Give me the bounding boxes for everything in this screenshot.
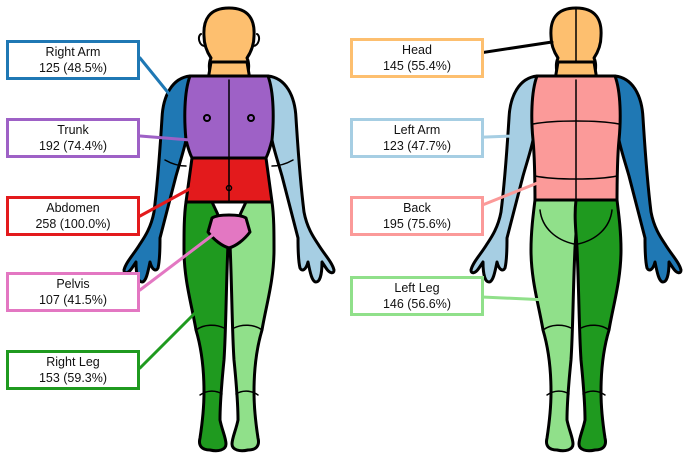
label-left-arm-stat: 123 (47.7%) — [382, 139, 452, 153]
label-head-name: Head — [402, 43, 432, 57]
label-right-arm: Right Arm 125 (48.5%) — [6, 40, 140, 80]
label-back-stat: 195 (75.6%) — [382, 217, 452, 231]
label-right-arm-name: Right Arm — [45, 45, 101, 59]
label-pelvis-name: Pelvis — [56, 277, 90, 291]
label-left-leg-stat: 146 (56.6%) — [382, 297, 452, 311]
label-pelvis: Pelvis 107 (41.5%) — [6, 272, 140, 312]
label-right-leg-stat: 153 (59.3%) — [38, 371, 108, 385]
leader-right-arm — [138, 56, 172, 97]
label-trunk-name: Trunk — [57, 123, 89, 137]
front-left-arm — [266, 74, 336, 284]
back-figure — [469, 6, 683, 453]
back-left-arm — [469, 74, 539, 284]
front-figure — [122, 6, 336, 453]
label-trunk-stat: 192 (74.4%) — [38, 139, 108, 153]
label-left-leg-name: Left Leg — [394, 281, 440, 295]
label-trunk: Trunk 192 (74.4%) — [6, 118, 140, 158]
label-back: Back 195 (75.6%) — [350, 196, 484, 236]
label-left-arm: Left Arm 123 (47.7%) — [350, 118, 484, 158]
leader-right-leg — [138, 308, 200, 370]
label-head: Head 145 (55.4%) — [350, 38, 484, 78]
label-right-leg: Right Leg 153 (59.3%) — [6, 350, 140, 390]
label-back-name: Back — [403, 201, 431, 215]
label-pelvis-stat: 107 (41.5%) — [38, 293, 108, 307]
leader-trunk — [138, 134, 192, 142]
label-abdomen-name: Abdomen — [46, 201, 100, 215]
label-right-arm-stat: 125 (48.5%) — [38, 61, 108, 75]
front-pelvis — [206, 213, 252, 250]
label-abdomen: Abdomen 258 (100.0%) — [6, 196, 140, 236]
front-right-arm — [122, 74, 192, 284]
label-left-arm-name: Left Arm — [393, 123, 441, 137]
label-right-leg-name: Right Leg — [46, 355, 100, 369]
back-right-arm — [613, 74, 683, 284]
leader-pelvis — [138, 232, 216, 292]
label-head-stat: 145 (55.4%) — [382, 59, 452, 73]
label-abdomen-stat: 258 (100.0%) — [35, 217, 111, 231]
leader-abdomen — [138, 184, 197, 218]
label-left-leg: Left Leg 146 (56.6%) — [350, 276, 484, 316]
